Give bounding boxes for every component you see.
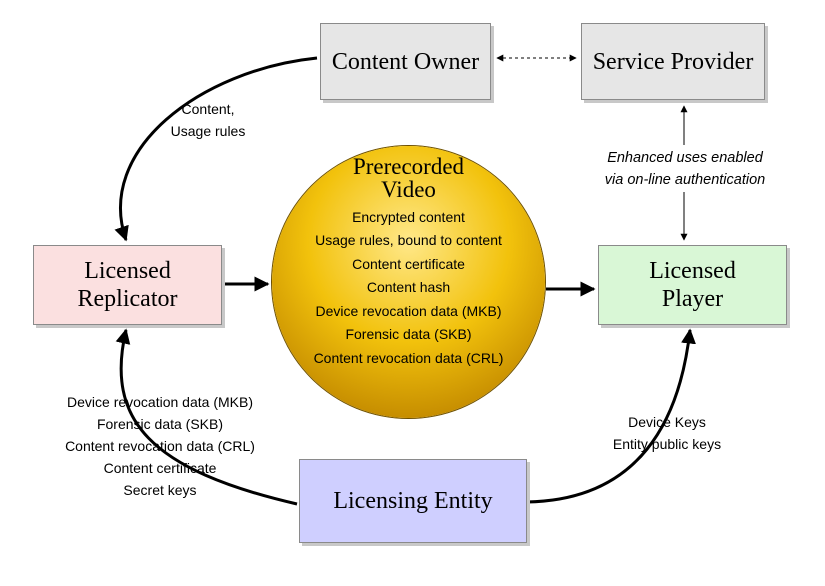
edge-label-line: Entity public keys	[612, 436, 722, 452]
entity-to-replicator-arrow	[115, 328, 298, 506]
licensing-entity-label: Licensing Entity	[333, 488, 493, 514]
service-provider-label: Service Provider	[592, 48, 754, 75]
disc-item: Content hash	[366, 279, 451, 295]
disc-title-line2: Video	[381, 177, 436, 202]
edge-label-line: Enhanced uses enabled	[607, 150, 763, 166]
disc-title: Prerecorded Video	[322, 155, 495, 201]
licensed-replicator-label-line2: Replicator	[77, 286, 178, 312]
disc-item: Usage rules, bound to content	[315, 232, 502, 248]
disc-item: Forensic data (SKB)	[345, 326, 472, 342]
edge-label-line: Content,	[181, 101, 235, 117]
licensing-entity-node: Licensing Entity	[299, 459, 527, 543]
edge-label-line: Secret keys	[123, 482, 197, 498]
entity-to-replicator-label: Device revocation data (MKB) Forensic da…	[40, 391, 280, 501]
licensed-replicator-node: Licensed Replicator	[33, 245, 222, 325]
edge-label-line: Device Keys	[628, 414, 706, 430]
disc-item: Content revocation data (CRL)	[313, 350, 504, 366]
disc-item: Device revocation data (MKB)	[315, 303, 502, 319]
disc-title-line1: Prerecorded	[352, 154, 465, 179]
edge-label-line: Usage rules	[170, 123, 246, 139]
content-owner-label: Content Owner	[331, 48, 480, 75]
entity-to-player-label: Device Keys Entity public keys	[582, 411, 752, 455]
disc-item: Content certificate	[352, 256, 465, 272]
licensed-player-node: Licensed Player	[598, 245, 787, 325]
provider-player-label: Enhanced uses enabled via on-line authen…	[575, 147, 795, 191]
edge-label-line: Content revocation data (CRL)	[65, 438, 255, 454]
entity-to-player-arrow	[526, 328, 696, 504]
edge-label-line: Forensic data (SKB)	[96, 416, 224, 432]
service-provider-node: Service Provider	[581, 23, 765, 100]
licensed-player-label-line1: Licensed	[649, 258, 736, 284]
content-owner-node: Content Owner	[320, 23, 491, 100]
owner-to-replicator-arrow	[114, 56, 318, 242]
owner-to-replicator-label: Content, Usage rules	[138, 98, 278, 142]
prerecorded-video-disc	[272, 146, 545, 418]
disc-item: Encrypted content	[352, 209, 465, 225]
edge-label-line: via on-line authentication	[604, 172, 766, 188]
licensed-replicator-label-line1: Licensed	[84, 258, 171, 284]
edge-label-line: Content certificate	[103, 460, 217, 476]
edge-label-line: Device revocation data (MKB)	[67, 394, 253, 410]
licensed-player-label-line2: Player	[661, 286, 724, 312]
